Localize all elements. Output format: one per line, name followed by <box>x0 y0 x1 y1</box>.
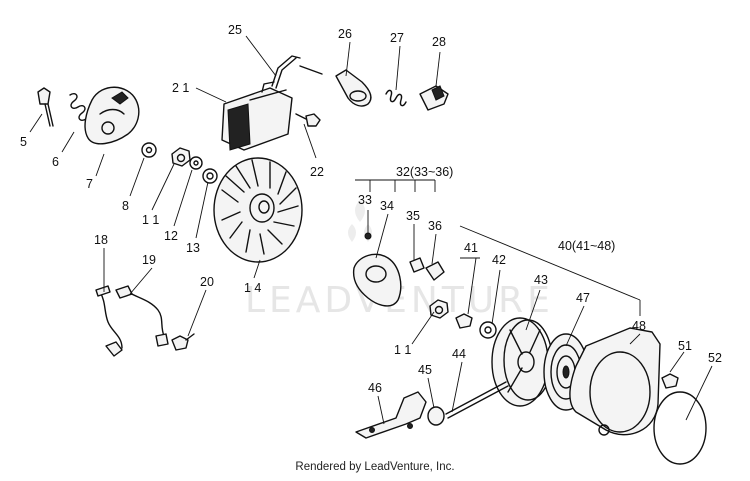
label-part-20: 20 <box>200 275 214 289</box>
label-part-26: 26 <box>338 27 352 41</box>
label-part-40: 40(41~48) <box>558 239 615 253</box>
label-part-18: 18 <box>94 233 108 247</box>
label-part-7: 7 <box>86 177 93 191</box>
part-18-wire <box>95 285 123 357</box>
label-part-13: 13 <box>186 241 200 255</box>
label-part-52: 52 <box>708 351 722 365</box>
label-part-6: 6 <box>52 155 59 169</box>
part-34-pawl-plate <box>352 253 402 307</box>
label-part-28: 28 <box>432 35 446 49</box>
part-41-screw <box>455 313 473 329</box>
label-part-36: 36 <box>428 219 442 233</box>
label-part-44: 44 <box>452 347 466 361</box>
part-26-plug-cap <box>335 69 372 107</box>
part-25-ht-wire <box>271 55 323 89</box>
part-51-screw <box>661 373 679 389</box>
label-part-11b: 1 1 <box>394 343 411 357</box>
part-48-starter-case <box>569 327 661 436</box>
part-8-washer <box>141 142 157 158</box>
label-part-27: 27 <box>390 31 404 45</box>
part-43-pulley <box>491 317 553 407</box>
part-5-bolt <box>37 87 54 127</box>
label-part-5: 5 <box>20 135 27 149</box>
part-28-terminal <box>419 85 449 111</box>
part-46-handle <box>355 391 427 439</box>
part-35-pawl <box>409 257 425 273</box>
label-part-14: 1 4 <box>244 281 261 295</box>
label-part-8: 8 <box>122 199 129 213</box>
part-36-pawl <box>425 261 445 281</box>
label-part-41: 41 <box>464 241 478 255</box>
part-19-wire <box>115 285 169 347</box>
part-12-washer <box>189 156 203 170</box>
leader-lines <box>29 35 713 425</box>
part-14-flywheel <box>213 157 303 263</box>
label-part-22: 22 <box>310 165 324 179</box>
label-part-21: 2 1 <box>172 81 189 95</box>
part-44-shaft <box>445 381 509 419</box>
part-11-nut <box>171 147 191 167</box>
label-part-25: 25 <box>228 23 242 37</box>
label-part-46: 46 <box>368 381 382 395</box>
part-45-grip-insert <box>427 406 445 426</box>
label-part-42: 42 <box>492 253 506 267</box>
label-part-32: 32(33~36) <box>396 165 453 179</box>
label-part-19: 19 <box>142 253 156 267</box>
part-21-ignition-coil <box>221 81 293 151</box>
part-11b-nut <box>429 299 449 319</box>
part-22-bolt <box>295 113 321 127</box>
label-part-51: 51 <box>678 339 692 353</box>
label-part-43: 43 <box>534 273 548 287</box>
part-number-labels: 5 6 7 8 1 1 12 13 1 4 18 19 20 2 1 22 25… <box>20 23 722 395</box>
render-credit: Rendered by LeadVenture, Inc. <box>295 461 455 473</box>
label-part-48: 48 <box>632 319 646 333</box>
label-part-12: 12 <box>164 229 178 243</box>
label-part-33: 33 <box>358 193 372 207</box>
label-part-47: 47 <box>576 291 590 305</box>
part-27-spring <box>385 89 407 107</box>
part-52-gasket <box>653 391 707 465</box>
label-part-34: 34 <box>380 199 394 213</box>
part-20-screw <box>171 333 195 351</box>
label-part-11a: 1 1 <box>142 213 159 227</box>
label-part-45: 45 <box>418 363 432 377</box>
part-13-washer <box>202 168 218 184</box>
part-42-washer <box>479 321 497 339</box>
label-part-35: 35 <box>406 209 420 223</box>
part-7-clutch <box>84 86 140 145</box>
